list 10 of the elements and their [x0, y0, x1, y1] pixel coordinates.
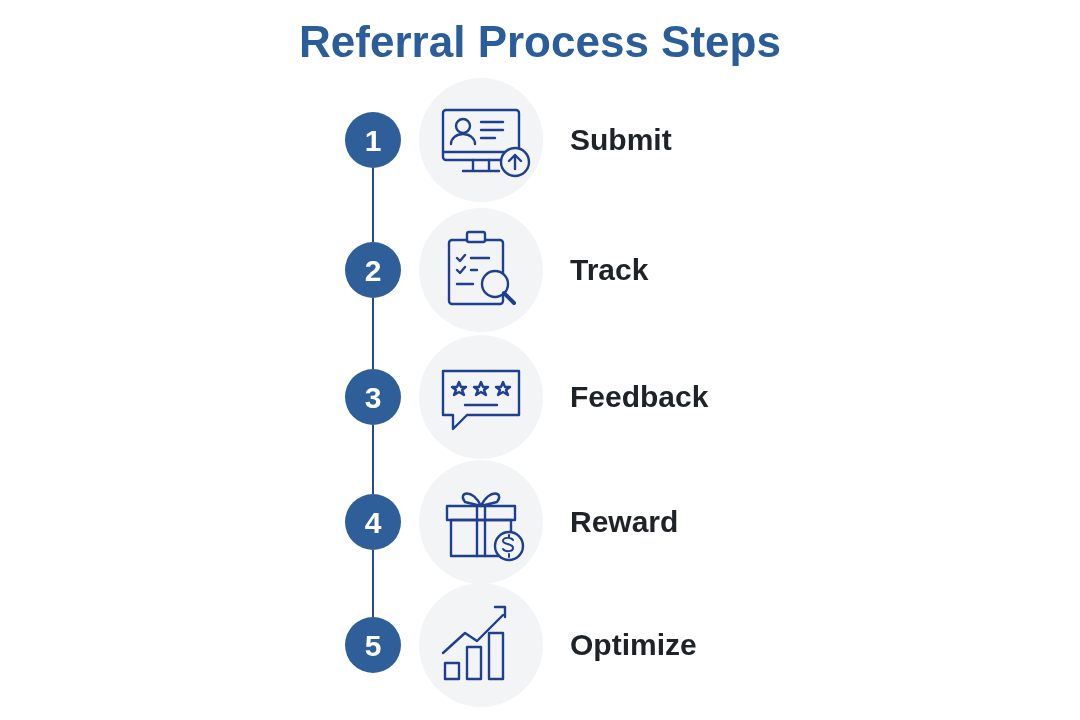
step-label: Submit	[570, 122, 672, 158]
step-label: Track	[570, 252, 649, 288]
connector-line	[372, 297, 374, 370]
connector-line	[372, 167, 374, 243]
title: Referral Process Steps	[298, 16, 782, 68]
step-label: Optimize	[570, 627, 697, 663]
connector-line	[372, 549, 374, 618]
step-label: Reward	[570, 504, 679, 540]
connector-line	[372, 424, 374, 495]
step-label: Feedback	[570, 379, 709, 415]
